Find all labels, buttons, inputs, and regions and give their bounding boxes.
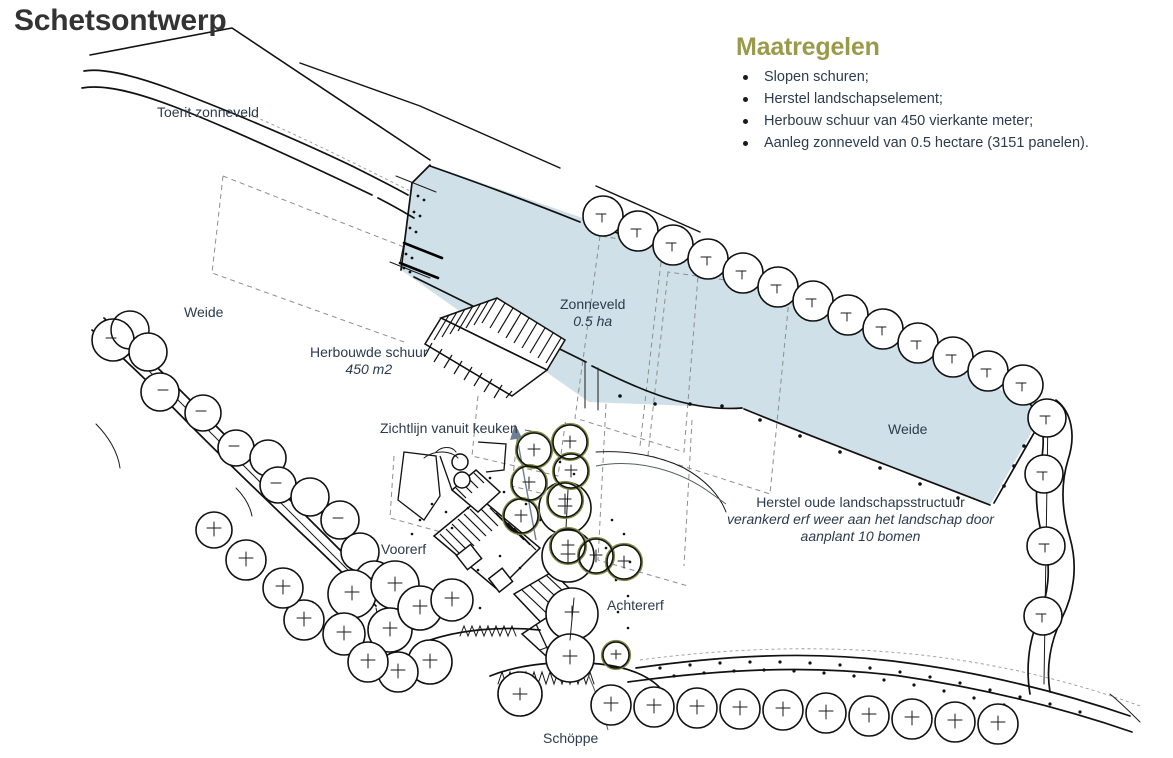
bullet-icon: [743, 97, 748, 102]
misc-sketch-marks: [95, 423, 1141, 723]
page-title: Schetsontwerp: [14, 4, 227, 37]
legend-item-list: Slopen schuren; Herstel landschapselemen…: [736, 66, 1166, 154]
sight-line-arrow: [510, 424, 537, 541]
label-voorerf: Voorerf: [381, 541, 427, 557]
legend-item-label: Herbouw schuur van 450 vierkante meter;: [764, 113, 1034, 129]
access-road-toerit: [81, 27, 701, 233]
label-zonneveld-line2: 0.5 ha: [573, 313, 613, 329]
solar-field-polygon: [401, 165, 1044, 505]
legend-item: Herbouw schuur van 450 vierkante meter;: [743, 110, 1166, 132]
label-herbouwde-schuur: Herbouwde schuur 450 m2: [310, 344, 428, 378]
tree-row-west-hedge: [91, 310, 394, 600]
label-weide-right: Weide: [888, 421, 928, 437]
achtererf-edge: [595, 451, 727, 513]
label-schoppe: Schöppe: [543, 730, 599, 746]
rebuilt-barn: [423, 297, 567, 399]
legend-item: Aanleg zonneveld van 0.5 hectare (3151 p…: [743, 132, 1166, 154]
bullet-icon: [743, 141, 748, 146]
legend-item: Herstel landschapselement;: [743, 88, 1166, 110]
label-zichtlijn-vanuit-keuken: Zichtlijn vanuit keuken: [380, 420, 518, 436]
label-toerit-zonneveld: Toerit zonneveld: [157, 104, 259, 120]
label-herstel-line2: verankerd erf weer aan het landschap doo…: [727, 511, 994, 527]
legend-item: Slopen schuren;: [743, 66, 1166, 88]
label-achtererf: Achtererf: [607, 597, 664, 613]
new-planted-trees: [501, 422, 644, 671]
label-herstel-landschapsstructuur: Herstel oude landschapsstructuur veranke…: [727, 494, 994, 545]
legend-item-label: Slopen schuren;: [764, 69, 869, 85]
herstel-leader-line: [595, 463, 727, 505]
field-entrance-gate: [398, 194, 444, 280]
legend-item-label: Herstel landschapselement;: [764, 91, 943, 107]
label-weide-left: Weide: [184, 304, 224, 320]
label-herbouwde-schuur-line1: Herbouwde schuur: [310, 344, 428, 360]
tree-column-east: [1023, 398, 1075, 695]
label-herbouwde-schuur-line2: 450 m2: [345, 361, 393, 377]
tree-row-south: [497, 671, 1019, 745]
farmhouse-buildings: [397, 441, 590, 657]
label-herstel-line3: aanplant 10 bomen: [800, 528, 921, 544]
label-zonneveld: Zonneveld 0.5 ha: [560, 296, 625, 330]
label-herstel-line1: Herstel oude landschapsstructuur: [756, 494, 965, 510]
tree-cluster-southwest: [195, 511, 474, 693]
legend-item-label: Aanleg zonneveld van 0.5 hectare (3151 p…: [764, 135, 1089, 151]
measures-legend: Maatregelen Slopen schuren; Herstel land…: [736, 33, 1166, 154]
tree-cluster-achtererf: [538, 481, 599, 683]
legend-heading: Maatregelen: [736, 33, 880, 61]
bullet-icon: [743, 119, 748, 124]
label-zonneveld-line1: Zonneveld: [560, 296, 626, 312]
tree-row-northeast: [582, 195, 1044, 406]
bullet-icon: [743, 75, 748, 80]
